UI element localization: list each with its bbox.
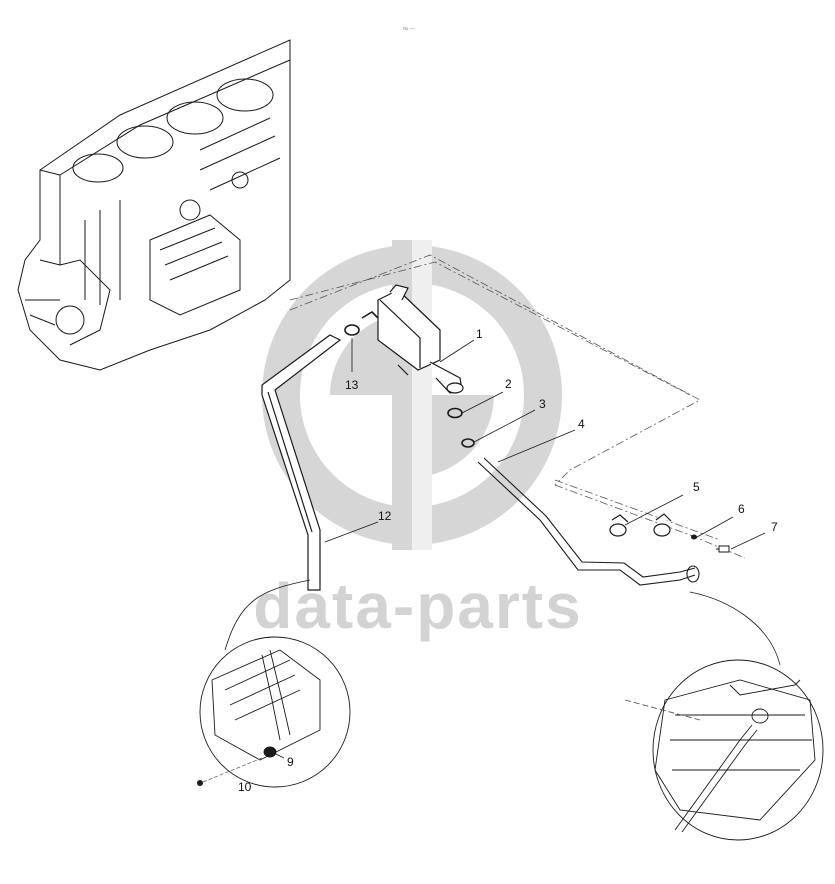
clamp-part-5 [609, 513, 672, 537]
callout-label-13: 13 [345, 378, 359, 392]
bolt-part-7 [716, 545, 730, 553]
hose-part-12 [261, 334, 342, 591]
callout-label-4: 4 [578, 417, 585, 431]
watermark-logo [262, 240, 562, 550]
detail-bubble-left [199, 579, 351, 788]
callout-leaders [275, 338, 766, 759]
callout-label-12: 12 [378, 509, 392, 523]
watermark-text: data-parts [253, 570, 582, 642]
callout-label-6: 6 [738, 502, 745, 516]
o-ring-part-3 [461, 438, 475, 448]
callout-label-2: 2 [505, 377, 512, 391]
callout-label-10: 10 [238, 780, 252, 794]
tube-part-4 [477, 457, 700, 586]
nut-part-6 [691, 534, 697, 540]
callout-label-3: 3 [539, 397, 546, 411]
engine-block-illustration [17, 39, 291, 371]
callout-labels: 1 2 3 4 5 6 7 9 10 12 13 [238, 327, 778, 794]
callout-label-7: 7 [771, 520, 778, 534]
ring-part-13 [344, 310, 379, 336]
callout-label-9: 9 [287, 755, 294, 769]
breather-housing [377, 284, 464, 394]
washer-part-10 [197, 780, 203, 786]
callout-label-5: 5 [693, 480, 700, 494]
leader-10 [202, 757, 263, 783]
corner-note: № — [403, 26, 415, 32]
detail-bubble-right [624, 591, 824, 841]
callout-label-1: 1 [476, 327, 483, 341]
